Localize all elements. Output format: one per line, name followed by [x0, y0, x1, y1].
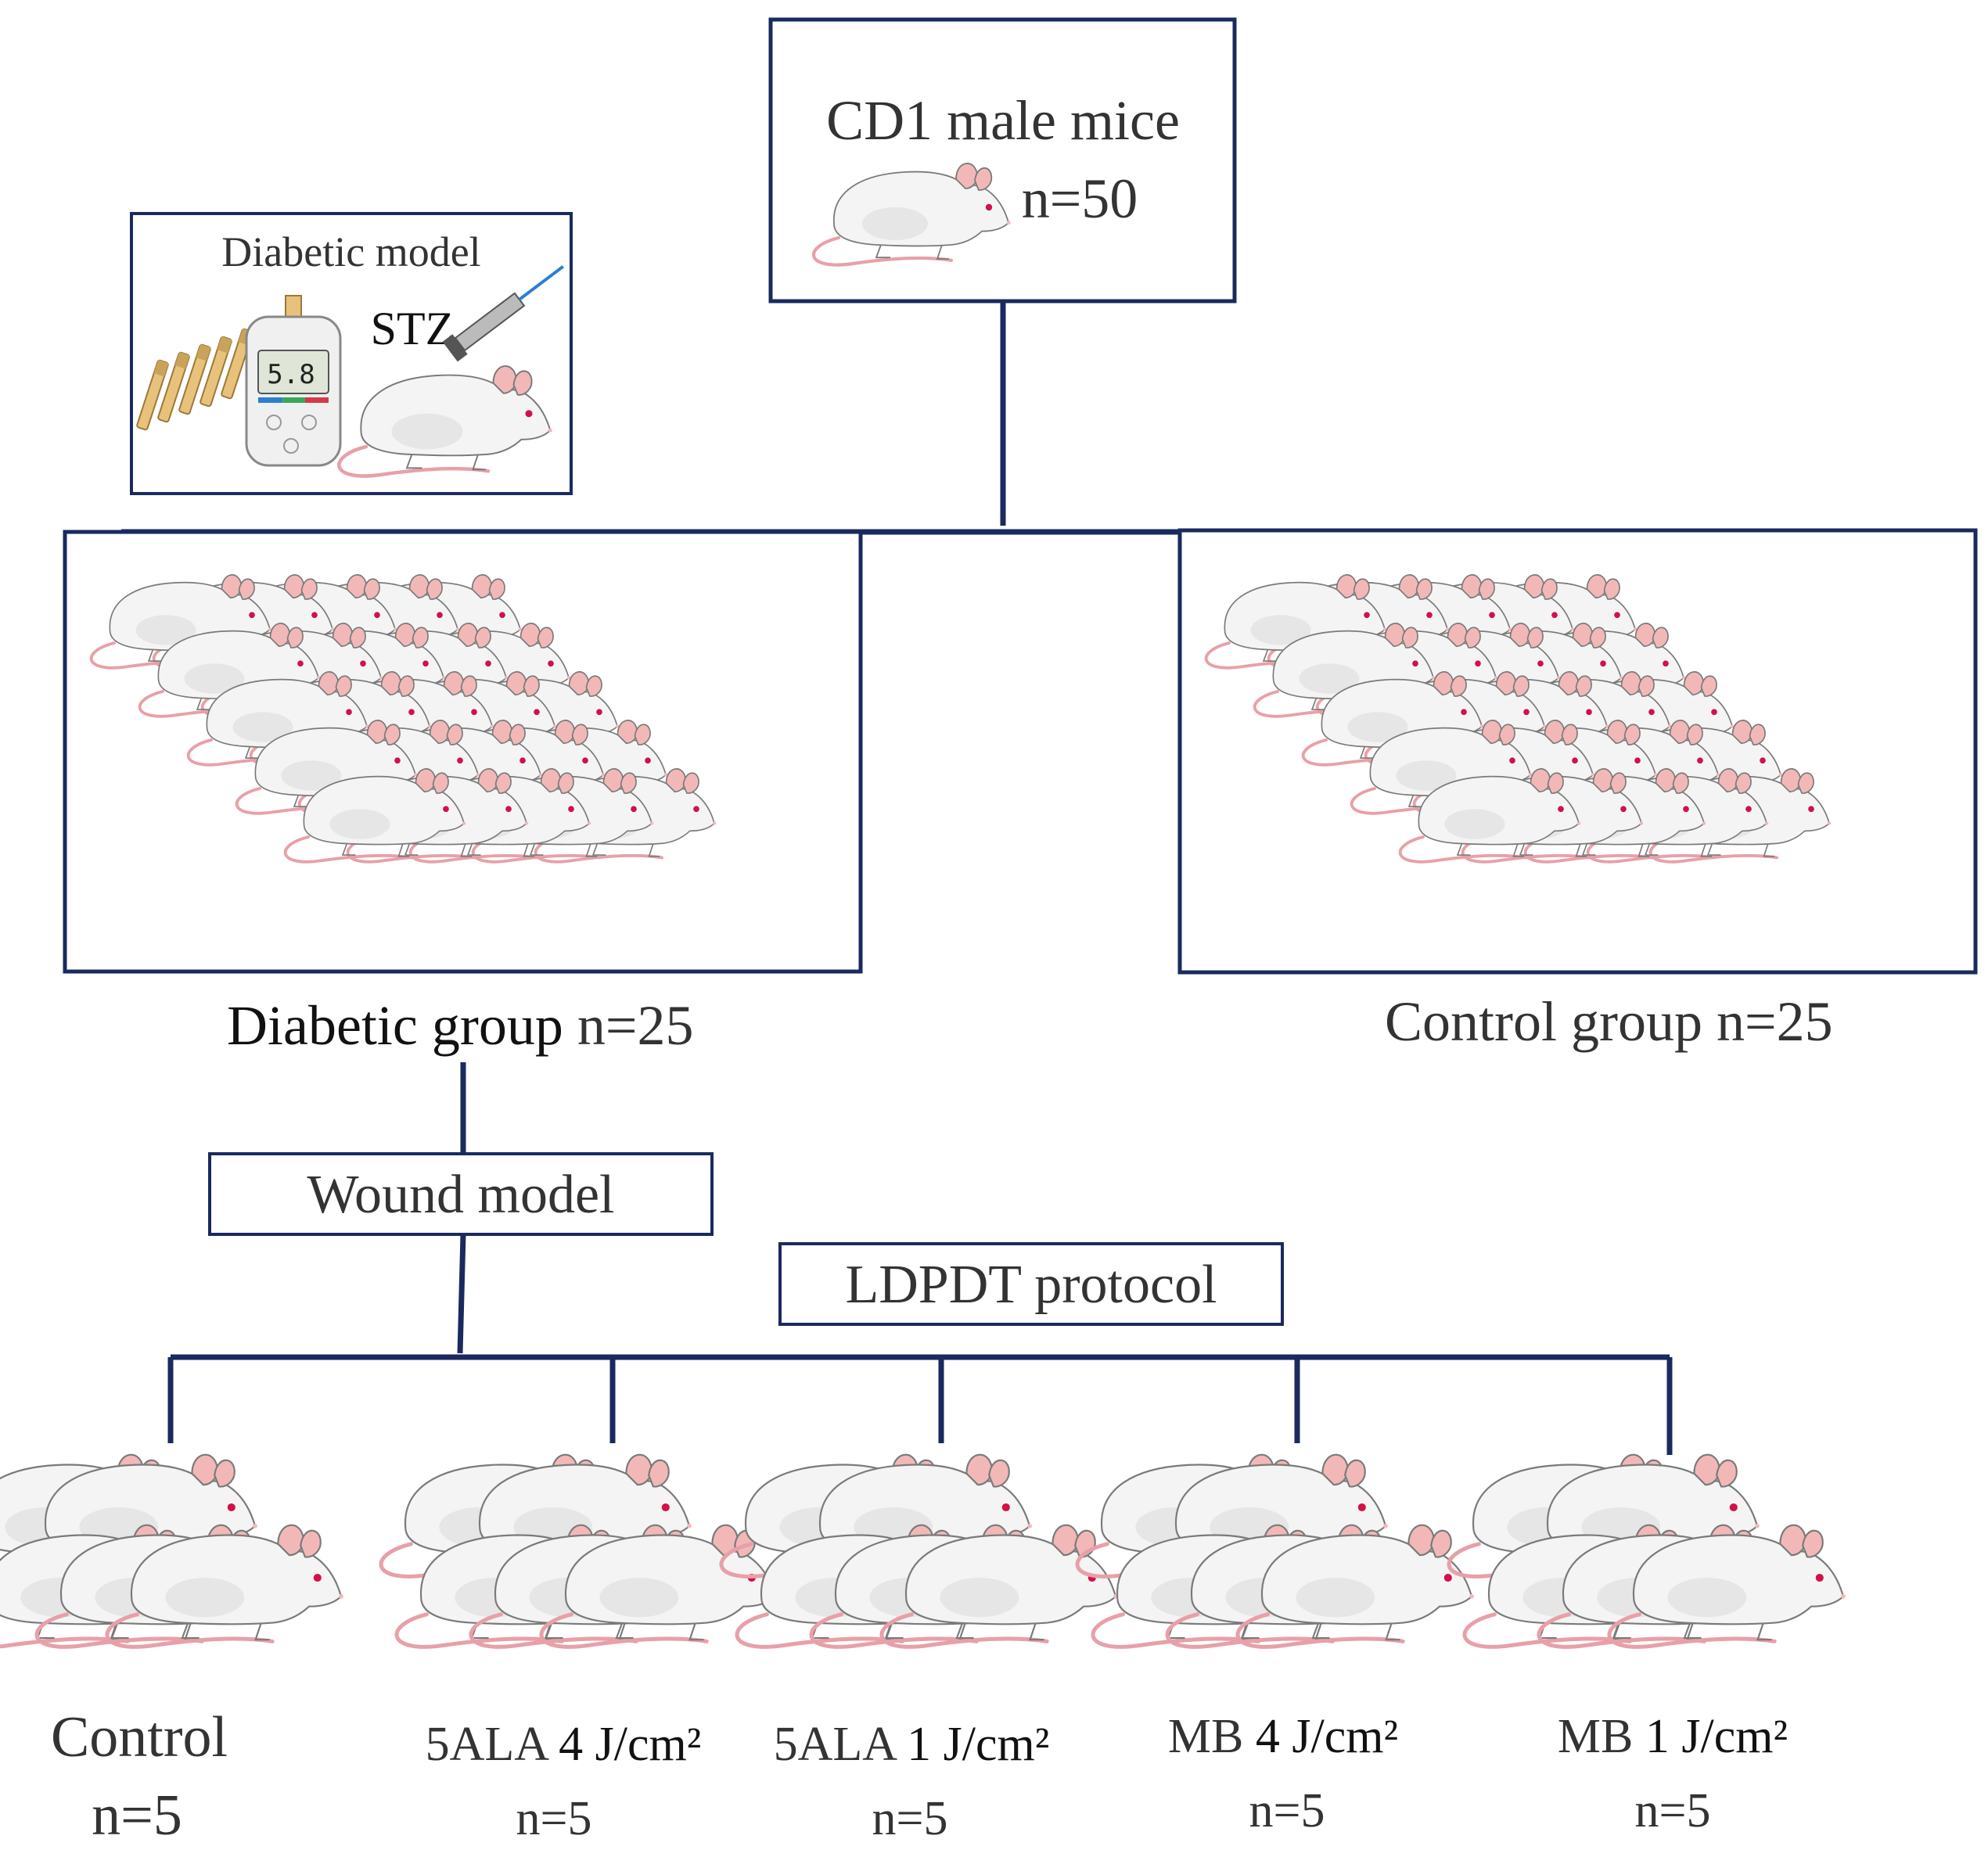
- subgroup-2-count: n=5: [872, 1792, 948, 1845]
- wound-model-box: [208, 1152, 714, 1236]
- ldpdt-protocol-box: [778, 1242, 1284, 1326]
- subgroup-1-dose: 4 J/cm²: [559, 1718, 701, 1771]
- ldpdt-protocol-label: LDPDT protocol: [845, 1255, 1217, 1315]
- wound-model-label: Wound model: [307, 1165, 615, 1225]
- diabetic-model-title: Diabetic model: [221, 228, 480, 275]
- subgroup-4-dose: 1 J/cm²: [1645, 1710, 1788, 1763]
- diabetic-group-label: Diabetic group n=25: [227, 994, 693, 1057]
- subgroup-3-agent: MB: [1168, 1710, 1243, 1763]
- diabetic-group-name: Diabetic group: [227, 994, 563, 1057]
- control-group-count: n=25: [1717, 990, 1833, 1053]
- subgroup-3-dose: 4 J/cm²: [1256, 1710, 1398, 1763]
- subgroup-4-label: MB 1 J/cm²: [1558, 1710, 1788, 1763]
- glucose-meter-icon: 5.8: [245, 295, 342, 467]
- control-group-name: Control group: [1385, 990, 1702, 1053]
- subgroup-0-agent: Control: [51, 1705, 228, 1769]
- control-group-label: Control group n=25: [1385, 990, 1833, 1053]
- subgroup-4-count: n=5: [1635, 1784, 1711, 1837]
- subgroup-3-count: n=5: [1249, 1784, 1325, 1837]
- subgroup-4-agent: MB: [1558, 1710, 1633, 1763]
- subgroup-2-label: 5ALA 1 J/cm²: [774, 1718, 1050, 1771]
- subgroup-2-dose: 1 J/cm²: [907, 1718, 1049, 1771]
- syringe-icon: [442, 265, 564, 362]
- subgroup-1-count: n=5: [516, 1792, 592, 1845]
- subgroup-1-label: 5ALA 4 J/cm²: [426, 1718, 702, 1771]
- subgroup-mice: [0, 1455, 1846, 1647]
- diabetic-group-count: n=25: [577, 994, 694, 1057]
- subgroup-0-count: n=5: [92, 1783, 182, 1848]
- subgroup-2-agent: 5ALA: [774, 1718, 898, 1771]
- subgroup-3-label: MB 4 J/cm²: [1168, 1710, 1398, 1763]
- meter-reading: 5.8: [267, 359, 315, 390]
- stz-label: STZ: [371, 303, 455, 354]
- cd1-mice-box: [768, 17, 1237, 304]
- subgroup-1-agent: 5ALA: [426, 1718, 550, 1771]
- cd1-count: n=50: [1022, 167, 1138, 230]
- cd1-title: CD1 male mice: [826, 89, 1180, 152]
